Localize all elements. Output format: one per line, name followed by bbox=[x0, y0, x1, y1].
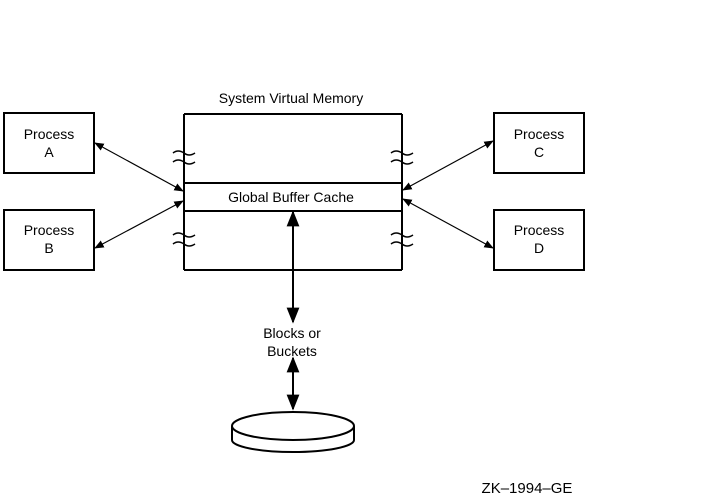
svg-text:A: A bbox=[44, 144, 54, 160]
svg-text:Process: Process bbox=[514, 126, 565, 142]
svg-text:Process: Process bbox=[24, 222, 75, 238]
transfer-label-line2: Buckets bbox=[267, 343, 317, 359]
svg-text:D: D bbox=[534, 240, 544, 256]
arrow-process-a-cache bbox=[94, 142, 184, 192]
figure-id: ZK–1994–GE bbox=[482, 480, 573, 497]
memory-title: System Virtual Memory bbox=[219, 90, 363, 106]
svg-text:Process: Process bbox=[24, 126, 75, 142]
arrow-process-d-cache bbox=[402, 198, 494, 249]
process-d-box: Process D bbox=[493, 209, 585, 271]
arrow-process-b-cache bbox=[94, 200, 184, 249]
process-b-box: Process B bbox=[3, 209, 95, 271]
arrow-process-c-cache bbox=[402, 140, 494, 191]
svg-text:C: C bbox=[534, 144, 544, 160]
process-a-box: Process A bbox=[3, 112, 95, 174]
svg-text:Process: Process bbox=[514, 222, 565, 238]
disk-icon bbox=[231, 411, 355, 453]
transfer-label-line1: Blocks or bbox=[263, 325, 321, 341]
process-c-box: Process C bbox=[493, 112, 585, 174]
cache-label: Global Buffer Cache bbox=[228, 189, 354, 205]
global-buffer-cache: Global Buffer Cache bbox=[184, 182, 402, 212]
svg-text:B: B bbox=[44, 240, 53, 256]
